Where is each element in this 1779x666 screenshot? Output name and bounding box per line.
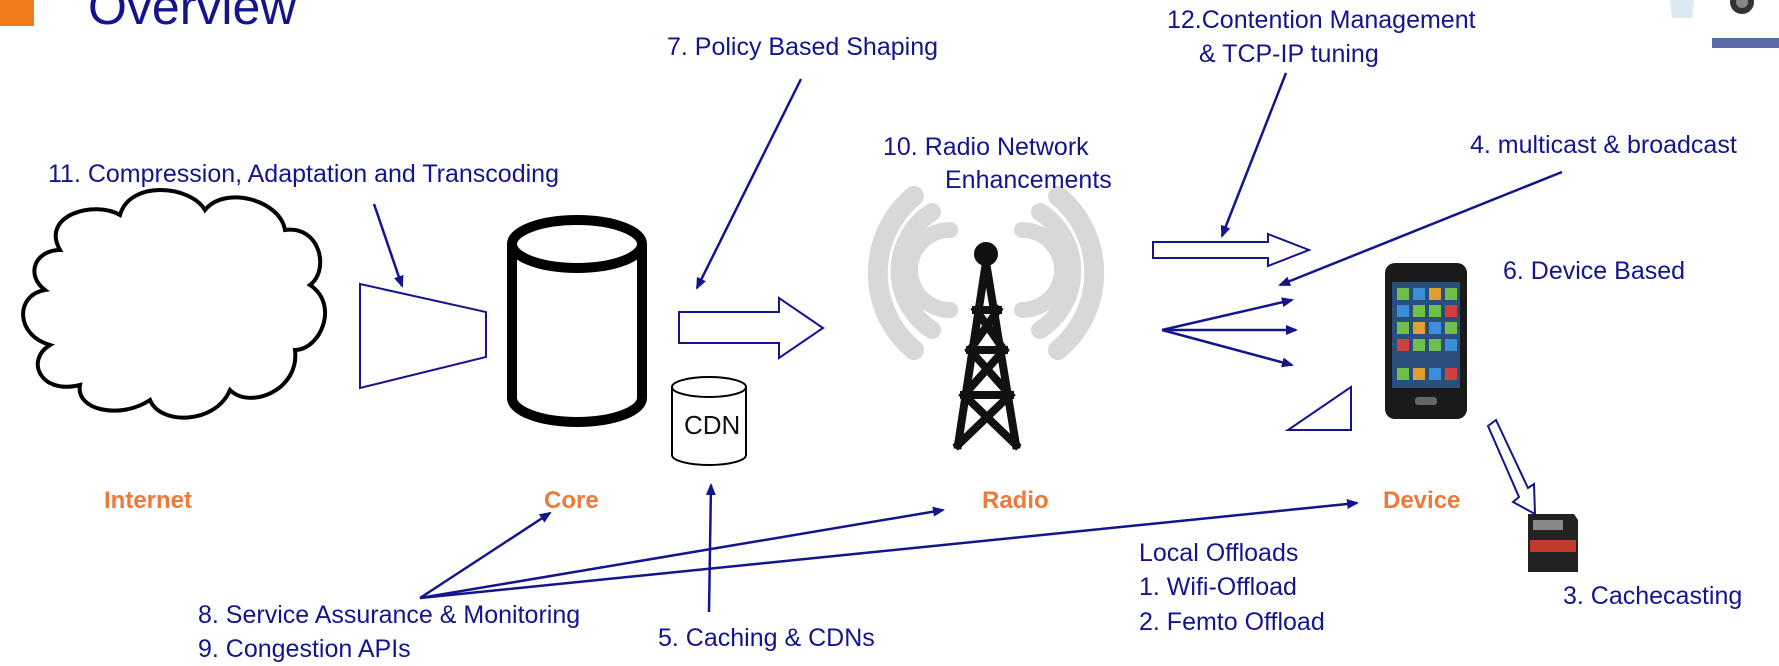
radio-enhancements-label-line1: 10. Radio Network: [883, 133, 1089, 161]
multicast-arrow: [1278, 170, 1563, 287]
radio-to-device-arrow: [1152, 232, 1312, 268]
wifi-offload-label: 1. Wifi-Offload: [1139, 573, 1297, 601]
compression-arrow: [372, 203, 404, 288]
core-node-label: Core: [544, 487, 599, 514]
assurance-radio-arrow: [419, 506, 945, 600]
annotation-arrows: [372, 72, 1563, 613]
core-database-icon: [507, 215, 647, 427]
femto-offload-label: 2. Femto Offload: [1139, 608, 1325, 636]
sd-card-icon: [1528, 514, 1578, 572]
internet-node-label: Internet: [104, 487, 193, 514]
service-assurance-label: 8. Service Assurance & Monitoring: [198, 601, 581, 629]
compression-funnel-icon: [359, 282, 487, 390]
radio-node-label: Radio: [982, 487, 1049, 514]
corner-logo-icon: [1670, 0, 1754, 18]
device-based-label: 6. Device Based: [1503, 257, 1686, 285]
assurance-device-arrow: [419, 499, 1359, 600]
cachecasting-label: 3. Cachecasting: [1563, 582, 1743, 610]
radio-enhancements-label-line2: Enhancements: [945, 166, 1112, 194]
smartphone-icon: [1385, 263, 1467, 419]
congestion-apis-label: 9. Congestion APIs: [198, 635, 411, 663]
compression-label: 11. Compression, Adaptation and Transcod…: [48, 160, 559, 188]
radio-waves-icon: [867, 186, 1105, 360]
core-to-radio-arrow: [678, 296, 825, 360]
radio-device-arrow-1: [1161, 297, 1294, 332]
caching-cdns-label: 5. Caching & CDNs: [658, 624, 875, 652]
page-title: Overview: [88, 0, 297, 35]
cdn-label: CDN: [684, 410, 741, 440]
contention-label-line2: & TCP-IP tuning: [1199, 40, 1379, 68]
local-offloads-label: Local Offloads: [1139, 539, 1299, 567]
header-accent-bar: [1712, 38, 1779, 48]
internet-cloud-icon: [21, 188, 328, 420]
device-node-label: Device: [1383, 487, 1461, 514]
policy-shaping-arrow: [695, 78, 803, 290]
contention-label-line1: 12.Contention Management: [1167, 6, 1476, 34]
cdn-database-icon: [671, 376, 747, 466]
device-to-sd-arrow: [1486, 418, 1537, 516]
assurance-core-arrow: [419, 511, 552, 600]
policy-shaping-label: 7. Policy Based Shaping: [667, 33, 939, 61]
local-offload-arrow: [1284, 385, 1352, 431]
title-accent-block: [0, 0, 34, 26]
radio-tower-icon: [952, 242, 1022, 451]
multicast-label: 4. multicast & broadcast: [1470, 131, 1737, 159]
contention-arrow: [1220, 72, 1288, 238]
radio-device-arrow-3: [1161, 328, 1294, 368]
